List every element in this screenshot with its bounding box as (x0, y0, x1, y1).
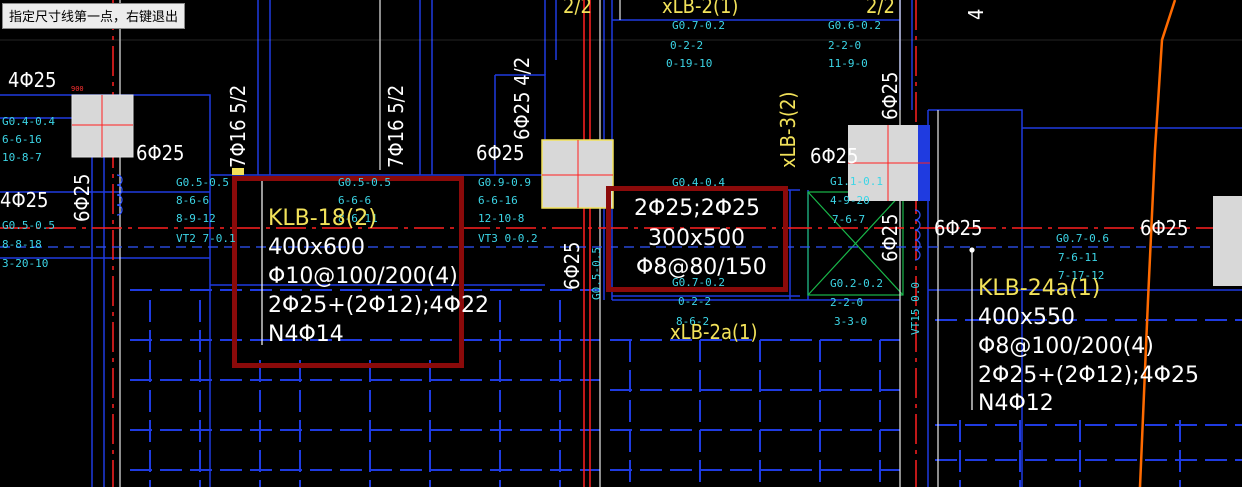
label-022: 0-2-2 (670, 39, 704, 52)
beam2-stirrup[interactable]: Φ8@80/150 (636, 255, 767, 280)
label-left-32010: 3-20-10 (2, 257, 49, 270)
beam2-rebar[interactable]: 2Φ25;2Φ25 (634, 196, 761, 221)
klb18-rebar[interactable]: 2Φ25+(2Φ12);4Φ22 (268, 293, 489, 318)
label-left-4p25b: 4Φ25 (0, 188, 49, 212)
label-b1-8912: 8-9-12 (176, 212, 216, 225)
label-b2-866: 8-6-11 (338, 212, 378, 225)
beam2-size[interactable]: 300x500 (648, 226, 746, 251)
label-01910: 0-19-10 (666, 57, 713, 70)
label-top-4: 4 (964, 8, 988, 20)
orange-cut-line (1138, 0, 1177, 487)
klb24-waist[interactable]: N4Φ12 (978, 391, 1054, 416)
leader-lines (261, 180, 975, 410)
label-mid-6616: 6-6-16 (478, 194, 518, 207)
label-r-6p25-vertical: 6Φ25 (878, 71, 902, 121)
label-b2-g05: G0.5-0.5 (338, 176, 391, 189)
label-col1-6p25: 6Φ25 (136, 141, 185, 165)
label-862: 8-6-2 (676, 315, 710, 328)
columns (71, 94, 1242, 286)
klb18-waist[interactable]: N4Φ14 (268, 322, 344, 347)
label-b1-g05: G0.5-0.5 (176, 176, 229, 189)
label-mid-vt3: VT3 0-0.2 (478, 232, 538, 245)
label-g04-04: G0.4-0.4 (672, 176, 725, 189)
klb24-name[interactable]: KLB-24a(1) (978, 276, 1101, 301)
command-prompt: 指定尺寸线第一点，右键退出 (2, 3, 186, 29)
klb18-size[interactable]: 400x600 (268, 235, 366, 260)
label-xlb3: xLB-3(2) (776, 91, 800, 168)
label-b1-866: 8-6-6 (176, 194, 210, 207)
label-r-71712: 7-17-12 (1058, 269, 1105, 282)
label-left-8818: 8-8-18 (2, 238, 42, 251)
label-7p16-a: 7Φ16 5/2 (226, 84, 250, 168)
label-r-6p25h: 6Φ25 (934, 216, 983, 240)
klb18-stirrup[interactable]: Φ10@100/200(4) (268, 264, 458, 289)
label-left-6616: 6-6-16 (2, 133, 42, 146)
label-4920: 4-9-20 (830, 194, 870, 207)
label-axis-2-2-a: 2/2 (563, 0, 592, 18)
highlight-box-klb18 (232, 176, 464, 368)
yellow-marker (232, 168, 244, 175)
label-xlb2a: xLB-2a(1) (670, 320, 758, 344)
klb18-name[interactable]: KLB-18(2) (268, 206, 377, 231)
klb24-stirrup[interactable]: Φ8@100/200(4) (978, 334, 1154, 359)
label-g05-mid: G0.5-0.5 (590, 247, 603, 300)
label-r-7611: 7-6-11 (1058, 251, 1098, 264)
label-330: 3-3-0 (834, 315, 868, 328)
label-1190: 11-9-0 (828, 57, 868, 70)
label-b1-vt2: VT2 7-0.1 (176, 232, 236, 245)
label-axis-2-2-b: 2/2 (866, 0, 895, 18)
label-left-6p25-vertical: 6Φ25 (70, 173, 94, 223)
klb24-rebar[interactable]: 2Φ25+(2Φ12);4Φ25 (978, 363, 1199, 388)
label-b2-666: 6-6-6 (338, 194, 372, 207)
label-g07-02: G0.7-0.2 (672, 19, 725, 32)
label-6p25-42: 6Φ25 4/2 (510, 56, 534, 140)
label-mid-6p25: 6Φ25 (476, 141, 525, 165)
stirrup-symbols (116, 174, 921, 261)
label-r-vt15: VT15 0.0 (909, 282, 922, 335)
label-mid-12108: 12-10-8 (478, 212, 525, 225)
label-mid-g09: G0.9-0.9 (478, 176, 531, 189)
label-xlb2: xLB-2(1) (662, 0, 739, 18)
label-left-4p25: 4Φ25 (8, 68, 57, 92)
label-220: 2-2-0 (828, 39, 862, 52)
label-left-g04: G0.4-0.4 (2, 115, 55, 128)
dashed-beam-grid (130, 289, 1242, 487)
highlight-box-beam-300x500 (606, 186, 788, 292)
label-g11: G1.1-0.1 (830, 175, 883, 188)
label-g06-02: G0.6-0.2 (828, 19, 881, 32)
label-6p25-c: 6Φ25 (560, 241, 584, 291)
label-022b: 0-2-2 (678, 295, 712, 308)
label-r-6p25h2: 6Φ25 (1140, 216, 1189, 240)
label-left-1087: 10-8-7 (2, 151, 42, 164)
label-g02-02: G0.2-0.2 (830, 277, 883, 290)
label-220b: 2-2-0 (830, 296, 864, 309)
label-left-g05: G0.5-0.5 (2, 219, 55, 232)
label-r-6p25-vertical-2: 6Φ25 (878, 213, 902, 263)
label-red-tag: 900 (71, 85, 84, 93)
label-g07-02b: G0.7-0.2 (672, 276, 725, 289)
label-767: 7-6-7 (832, 213, 866, 226)
label-7p16-b: 7Φ16 5/2 (384, 84, 408, 168)
label-r-6p25c: 6Φ25 (810, 144, 859, 168)
klb24-size[interactable]: 400x550 (978, 305, 1076, 330)
label-r-g07: G0.7-0.6 (1056, 232, 1109, 245)
